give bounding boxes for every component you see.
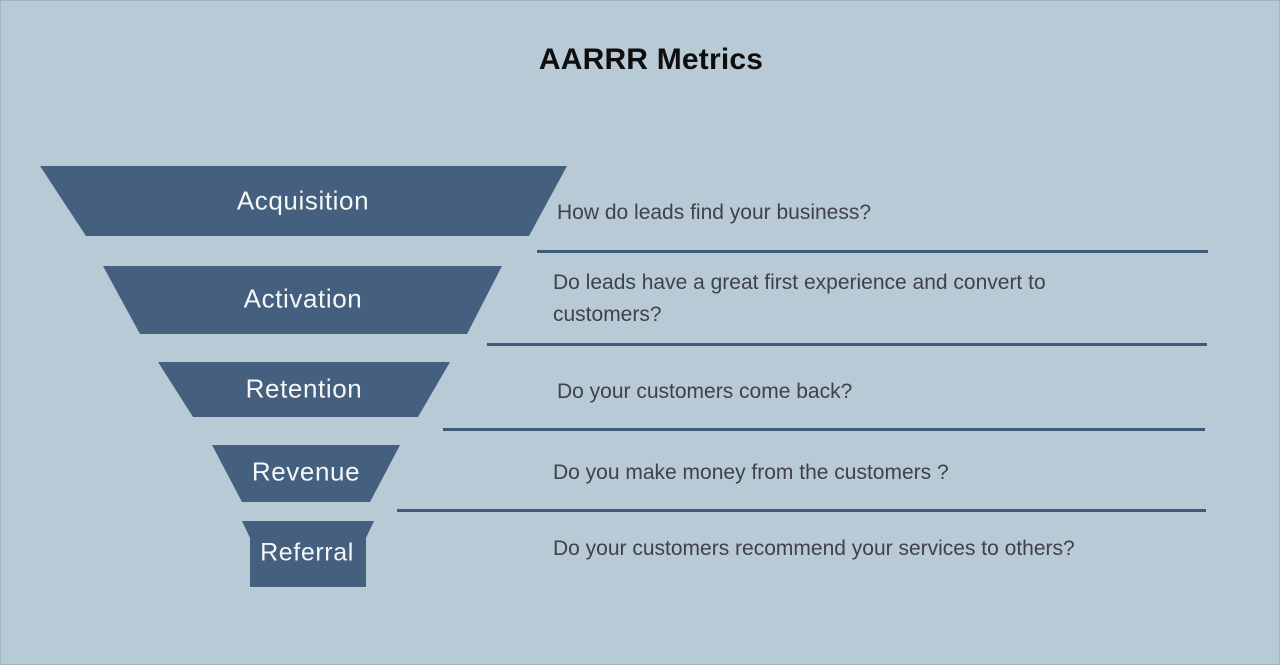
question-referral: Do your customers recommend your service…: [553, 536, 1075, 562]
funnel-segment-activation: [103, 266, 502, 334]
funnel-segment-acquisition: [40, 166, 567, 236]
stage-label-revenue: Revenue: [251, 456, 361, 487]
separator-line-3: [443, 428, 1205, 431]
question-line: Do your customers come back?: [557, 380, 853, 403]
page-title: AARRR Metrics: [538, 43, 764, 76]
stage-label-retention: Retention: [245, 373, 363, 404]
separator-line-2: [487, 343, 1207, 346]
funnel-segment-referral: [242, 521, 374, 587]
question-line: Do your customers recommend your service…: [553, 537, 1075, 560]
funnel-segment-retention: [158, 362, 450, 417]
question-acquisition: How do leads find your business?: [557, 200, 871, 226]
question-line: customers?: [553, 303, 662, 326]
question-activation: Do leads have a great first experience a…: [553, 267, 1046, 331]
stage-label-referral: Referral: [260, 538, 354, 567]
separator-line-4: [397, 509, 1206, 512]
question-retention: Do your customers come back?: [557, 379, 852, 405]
stage-label-activation: Activation: [243, 283, 363, 314]
question-line: Do leads have a great first experience a…: [553, 271, 1046, 294]
question-line: Do you make money from the customers ?: [553, 461, 949, 484]
stage-label-acquisition: Acquisition: [236, 185, 370, 216]
question-line: How do leads find your business?: [557, 201, 872, 224]
question-revenue: Do you make money from the customers ?: [553, 460, 949, 486]
funnel-segment-revenue: [212, 445, 400, 502]
separator-line-1: [537, 250, 1208, 253]
